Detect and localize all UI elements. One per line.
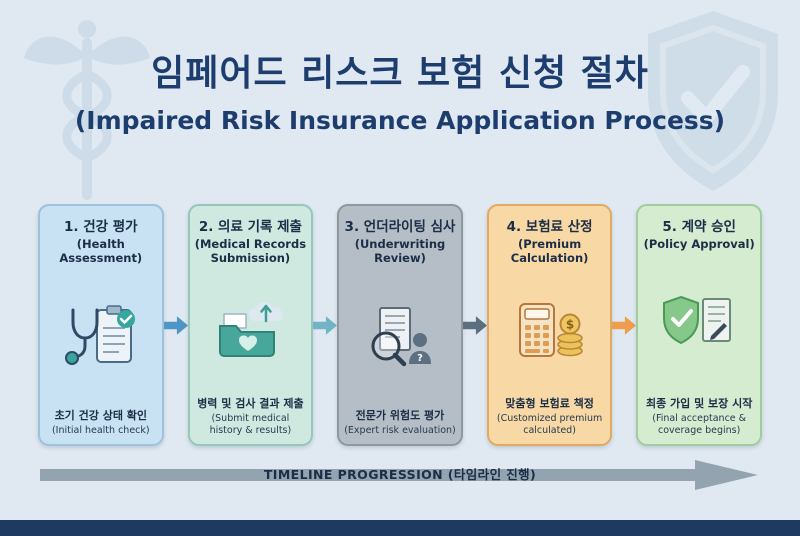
step-title-english: (Health Assessment) — [59, 237, 143, 265]
flow-arrow-1 — [163, 204, 188, 446]
page-title-korean: 임페어드 리스크 보험 신청 절차 — [151, 53, 649, 94]
svg-text:?: ? — [417, 353, 423, 364]
arrow-right-icon — [612, 315, 637, 335]
step-desc-english: (Customized premium calculated) — [496, 413, 603, 437]
step-desc-english: (Expert risk evaluation) — [344, 425, 456, 437]
stethoscope-clipboard-icon — [63, 265, 139, 407]
step-card-policy-approval: 5. 계약 승인 (Policy Approval) 최종 가입 및 보장 시작… — [636, 204, 762, 446]
shield-watermark-icon — [648, 11, 778, 191]
step-desc-english: (Submit medical history & results) — [209, 413, 292, 437]
arrow-right-icon — [313, 315, 338, 335]
folder-cloud-upload-icon — [212, 265, 288, 395]
step-desc-korean: 초기 건강 상태 확인 — [54, 409, 148, 423]
arrow-right-icon — [163, 315, 188, 335]
step-title-korean: 5. 계약 승인 — [662, 219, 736, 235]
timeline: TIMELINE PROGRESSION (타임라인 진행) — [40, 458, 760, 492]
step-card-health-assessment: 1. 건강 평가 (Health Assessment) 초기 건강 — [38, 204, 164, 446]
process-flow: 1. 건강 평가 (Health Assessment) 초기 건강 — [38, 204, 762, 446]
flow-arrow-3 — [462, 204, 487, 446]
step-card-underwriting-review: 3. 언더라이팅 심사 (Underwriting Review) ? 전문가 … — [337, 204, 463, 446]
flow-arrow-2 — [313, 204, 338, 446]
arrow-right-icon — [462, 315, 487, 335]
step-desc-korean: 전문가 위험도 평가 — [355, 409, 445, 423]
calculator-coins-icon: $ — [512, 265, 588, 395]
step-card-premium-calculation: 4. 보험료 산정 (Premium Calculation) — [486, 204, 613, 446]
step-title-korean: 4. 보험료 산정 — [506, 219, 593, 235]
timeline-label: TIMELINE PROGRESSION (타임라인 진행) — [263, 467, 537, 482]
footer-bar — [0, 520, 800, 536]
header: 임페어드 리스크 보험 신청 절차 (Impaired Risk Insuran… — [0, 44, 800, 135]
step-desc-korean: 병력 및 검사 결과 제출 — [197, 397, 304, 411]
flow-arrow-4 — [612, 204, 637, 446]
page-title-english: (Impaired Risk Insurance Application Pro… — [74, 106, 726, 135]
step-desc-korean: 최종 가입 및 보장 시작 — [645, 397, 753, 411]
step-title-english: (Underwriting Review) — [354, 237, 446, 265]
magnifier-document-icon: ? — [362, 265, 438, 407]
caduceus-watermark-icon — [24, 20, 150, 200]
step-title-english: (Medical Records Submission) — [194, 237, 307, 265]
step-desc-korean: 맞춤형 보험료 책정 — [505, 397, 594, 411]
step-desc-english: (Initial health check) — [51, 425, 150, 437]
step-card-medical-records: 2. 의료 기록 제출 (Medical Records Submission)… — [187, 204, 314, 446]
step-title-english: (Premium Calculation) — [510, 237, 589, 265]
step-title-korean: 2. 의료 기록 제출 — [198, 219, 302, 235]
step-title-korean: 1. 건강 평가 — [63, 219, 138, 235]
step-desc-english: (Final acceptance & coverage begins) — [652, 413, 747, 437]
timeline-arrow-icon — [40, 460, 758, 490]
svg-text:$: $ — [565, 318, 573, 332]
step-title-english: (Policy Approval) — [643, 237, 755, 251]
shield-check-document-icon — [661, 252, 737, 396]
step-title-korean: 3. 언더라이팅 심사 — [344, 219, 456, 235]
